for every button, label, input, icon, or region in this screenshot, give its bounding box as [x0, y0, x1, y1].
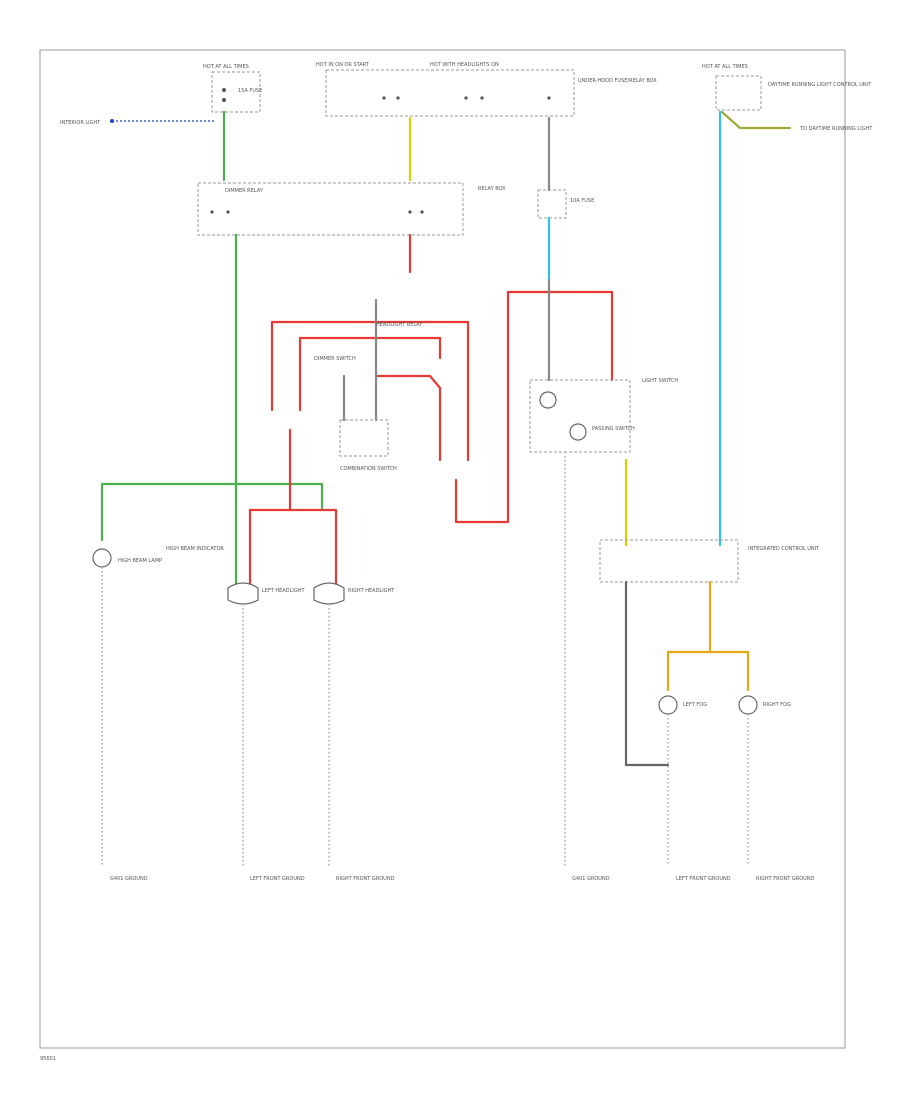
label-hot-at-all-times-2: HOT AT ALL TIMES	[702, 64, 748, 70]
fuse-10a: 10A FUSE	[537, 189, 594, 219]
combination-switch: COMBINATION SWITCH DIMMER SWITCH	[314, 356, 397, 472]
label-fuse-15a-1: 15A FUSE	[238, 88, 262, 94]
label-ground-5: LEFT FRONT GROUND	[676, 876, 731, 882]
label-relay-box: RELAY BOX	[478, 186, 506, 192]
light-switch: LIGHT SWITCH PASSING SWITCH	[529, 378, 678, 453]
label-ground-4: G401 GROUND	[572, 876, 610, 882]
label-high-beam-indicator: HIGH BEAM INDICATOR	[166, 546, 224, 552]
label-light-switch: LIGHT SWITCH	[642, 378, 678, 384]
label-passing-switch: PASSING SWITCH	[592, 426, 635, 432]
top-fuse-right: HOT AT ALL TIMES DAYTIME RUNNING LIGHT C…	[702, 64, 873, 132]
label-to-daytime: TO DAYTIME RUNNING LIGHT	[799, 126, 873, 132]
label-hot-at-all-times-1: HOT AT ALL TIMES	[203, 64, 249, 70]
label-ground-6: RIGHT FRONT GROUND	[756, 876, 815, 882]
label-fuse-10a: 10A FUSE	[570, 198, 594, 204]
label-right-fog: RIGHT FOG	[763, 702, 791, 708]
right-headlight: RIGHT HEADLIGHT	[313, 582, 395, 605]
label-dimmer-switch: DIMMER SWITCH	[314, 356, 356, 362]
left-fog: LEFT FOG	[658, 695, 707, 715]
label-combination-switch: COMBINATION SWITCH	[340, 466, 397, 472]
top-fuse-center: HOT IN ON OR START HOT WITH HEADLIGHTS O…	[316, 62, 657, 117]
footer-code: 95601	[40, 1056, 56, 1062]
label-ground-3: RIGHT FRONT GROUND	[336, 876, 395, 882]
wire-gray-integrated-return	[624, 580, 670, 767]
label-underhood-fuse: UNDER-HOOD FUSE/RELAY BOX	[578, 78, 657, 84]
diagram-border	[39, 49, 846, 1049]
label-daytime-running: DAYTIME RUNNING LIGHT CONTROL UNIT	[768, 82, 872, 88]
wire-orange-fog-2	[708, 650, 750, 692]
wire-red-drop	[374, 374, 442, 462]
label-integrated-control: INTEGRATED CONTROL UNIT	[748, 546, 820, 552]
wire-orange-fog	[666, 580, 712, 692]
left-headlight: LEFT HEADLIGHT	[227, 582, 305, 605]
wire-olive-branch	[720, 110, 792, 130]
wire-red-network	[270, 320, 470, 412]
wire-red-headlights	[248, 428, 292, 592]
label-right-headlight: RIGHT HEADLIGHT	[348, 588, 395, 594]
label-headlight-relay: HEADLIGHT RELAY	[376, 322, 423, 328]
wire-red-loop	[454, 290, 614, 524]
top-fuse-left: HOT AT ALL TIMES 15A FUSE	[203, 64, 262, 113]
label-left-fog: LEFT FOG	[683, 702, 707, 708]
label-ground-2: LEFT FRONT GROUND	[250, 876, 305, 882]
label-hot-in-on-start: HOT IN ON OR START	[316, 62, 370, 68]
wire-green-indicator	[100, 482, 324, 542]
label-hot-in-head-on: HOT WITH HEADLIGHTS ON	[430, 62, 499, 68]
label-interior-light: INTERIOR LIGHT	[60, 120, 101, 126]
dimmer-relay: DIMMER RELAY RELAY BOX	[197, 182, 506, 236]
label-dimmer-relay: DIMMER RELAY	[225, 188, 264, 194]
label-high-beam-lamp: HIGH BEAM LAMP	[118, 558, 162, 564]
integrated-control-unit: INTEGRATED CONTROL UNIT	[599, 539, 820, 583]
left-top-label: INTERIOR LIGHT	[60, 119, 215, 126]
high-beam-indicator: HIGH BEAM INDICATOR HIGH BEAM LAMP	[92, 546, 224, 568]
right-fog: RIGHT FOG	[738, 695, 791, 715]
label-left-headlight: LEFT HEADLIGHT	[262, 588, 305, 594]
wire-red-network-2	[298, 336, 442, 412]
label-ground-1: G401 GROUND	[110, 876, 148, 882]
wire-red-headlights-2	[288, 508, 338, 592]
